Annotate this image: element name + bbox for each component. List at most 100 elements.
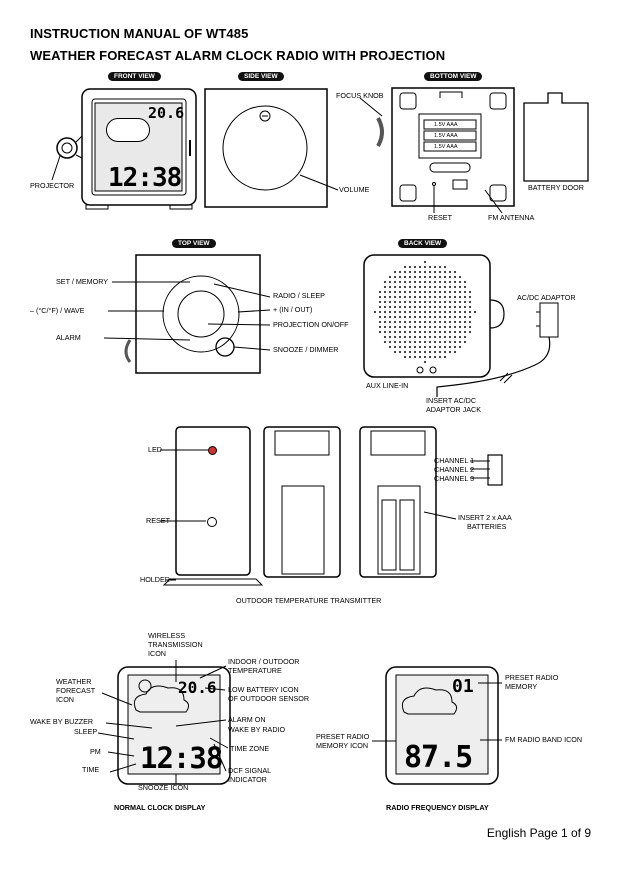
normal-clock-display-caption: NORMAL CLOCK DISPLAY [114,803,206,812]
grille-dot [378,310,382,314]
grille-dot [383,310,387,314]
grille-dot [378,300,382,304]
grille-dot [423,290,427,294]
grille-dot [388,310,392,314]
grille-dot [423,360,427,364]
grille-dot [463,320,467,324]
grille-dot [408,320,412,324]
grille-dot [418,305,422,309]
grille-dot [413,350,417,354]
grille-dot [398,330,402,334]
grille-dot [433,270,437,274]
grille-dot [403,345,407,349]
grille-dot [408,300,412,304]
grille-dot [448,305,452,309]
grille-dot [383,295,387,299]
grille-dot [393,270,397,274]
weather-forecast-label-2: FORECAST [56,686,96,695]
grille-dot [433,335,437,339]
grille-dot [398,345,402,349]
dcf-signal-label-2: INDICATOR [228,775,267,784]
grille-dot [413,270,417,274]
led-indicator [208,446,217,455]
alarm-label: ALARM [56,333,81,342]
grille-dot [393,335,397,339]
grille-dot [453,305,457,309]
grille-dot [458,320,462,324]
transmitter-reset-button [207,517,217,527]
grille-dot [393,330,397,334]
grille-dot [383,335,387,339]
grille-dot [468,325,472,329]
grille-dot [408,280,412,284]
grille-dot [453,290,457,294]
grille-dot [433,295,437,299]
grille-dot [388,300,392,304]
fm-band-icon-label: FM RADIO BAND ICON [505,735,583,744]
grille-dot [378,330,382,334]
grille-dot [468,330,472,334]
grille-dot [418,355,422,359]
grille-dot [423,340,427,344]
grille-dot [408,340,412,344]
grille-dot [433,280,437,284]
grille-dot [383,280,387,284]
back-view-tag: BACK VIEW [398,239,448,248]
grille-dot [428,290,432,294]
indoor-outdoor-label-1: INDOOR / OUTDOOR [228,657,300,666]
grille-dot [423,305,427,309]
clock-display-drawing [97,660,231,785]
grille-dot [438,350,442,354]
grille-dot [418,265,422,269]
adaptor-label: AC/DC ADAPTOR [517,293,576,302]
grille-dot [418,330,422,334]
radio-sleep-label: RADIO / SLEEP [273,291,325,300]
grille-dot [403,340,407,344]
grille-dot [423,335,427,339]
grille-dot [408,270,412,274]
grille-dot [413,305,417,309]
grille-dot [463,330,467,334]
grille-dot [468,295,472,299]
grille-dot [453,310,457,314]
grille-dot [448,330,452,334]
front-lcd-temperature: 20.6 [148,104,185,122]
side-view-tag: SIDE VIEW [238,72,284,81]
grille-dot [403,265,407,269]
weather-forecast-label-3: ICON [56,695,74,704]
front-view-device [56,88,197,210]
grille-dot [378,325,382,329]
grille-dot [388,280,392,284]
grille-dot [418,275,422,279]
grille-dot [383,315,387,319]
grille-dot [413,310,417,314]
grille-dot [443,355,447,359]
grille-dot [418,295,422,299]
grille-dot [433,300,437,304]
grille-dot [448,340,452,344]
grille-dot [398,285,402,289]
grille-dot [423,275,427,279]
grille-dot [428,305,432,309]
grille-dot [433,345,437,349]
preset-memory-icon-label-1: PRESET RADIO [316,732,370,741]
grille-dot [418,340,422,344]
grille-dot [413,355,417,359]
grille-dot [448,285,452,289]
grille-dot [398,320,402,324]
grille-dot [418,315,422,319]
insert-adaptor-label-2: ADAPTOR JACK [426,405,481,414]
page-footer: English Page 1 of 9 [486,826,591,840]
grille-dot [408,355,412,359]
grille-dot [433,315,437,319]
grille-dot [428,345,432,349]
grille-dot [403,290,407,294]
bottom-view-tag: BOTTOM VIEW [424,72,483,81]
grille-dot [408,350,412,354]
preset-radio-memory-label-2: MEMORY [505,682,538,691]
grille-dot [403,280,407,284]
grille-dot [448,345,452,349]
grille-dot [433,290,437,294]
grille-dot [448,280,452,284]
